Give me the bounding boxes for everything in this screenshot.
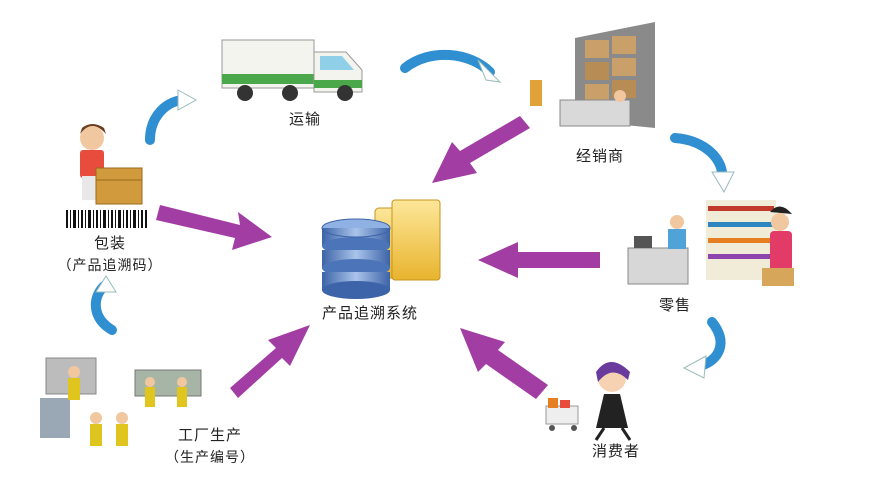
packaging-sublabel: （产品追溯码） xyxy=(57,258,163,274)
packaging-label: 包装 （产品追溯码） xyxy=(30,232,190,275)
retail-label: 零售 xyxy=(658,296,691,314)
packaging-icon xyxy=(80,124,143,205)
arrow-from-factory xyxy=(230,325,310,398)
cycle-arrow-transport-distributor xyxy=(400,49,502,83)
consumer-label: 消费者 xyxy=(591,442,640,460)
barcode-icon xyxy=(66,210,147,228)
arrow-from-distributor xyxy=(432,116,530,183)
distributor-label: 经销商 xyxy=(575,147,624,165)
retail-store-icon xyxy=(627,200,794,286)
factory-title: 工厂生产 xyxy=(177,426,242,444)
center-label: 产品追溯系统 xyxy=(321,304,418,322)
transport-label: 运输 xyxy=(288,110,321,128)
arrow-from-consumer xyxy=(460,328,548,399)
cycle-arrow-packaging-transport xyxy=(145,89,198,145)
arrow-from-packaging xyxy=(156,205,272,250)
database-icon xyxy=(321,199,441,299)
factory-label: 工厂生产 （生产编号） xyxy=(140,424,280,467)
cycle-arrow-distributor-retail xyxy=(670,133,735,194)
truck-icon xyxy=(221,39,363,101)
cycle-arrow-factory-packaging xyxy=(90,275,117,335)
packaging-title: 包装 xyxy=(93,234,126,252)
warehouse-icon xyxy=(530,22,655,128)
consumer-icon xyxy=(545,362,632,441)
cycle-arrow-retail-consumer xyxy=(682,317,726,379)
factory-icon xyxy=(40,357,202,446)
factory-sublabel: （生产编号） xyxy=(165,450,255,466)
arrow-from-retail xyxy=(478,242,600,278)
